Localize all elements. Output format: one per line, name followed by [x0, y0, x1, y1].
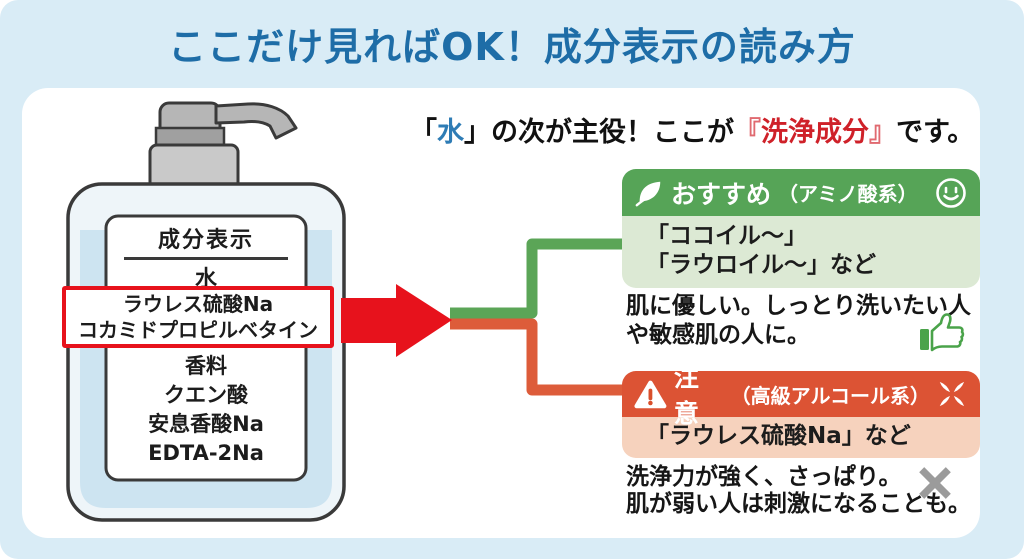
headline-cleansing: 洗浄成分 [761, 117, 869, 148]
headline-suffix: です。 [896, 117, 975, 148]
highlighted-ingredient: コカミドプロピルベタイン [78, 318, 318, 342]
recommend-description: 肌に優しい。しっとり洗いたい人 や敏感肌の人に。 [626, 292, 1016, 350]
label-divider [124, 257, 288, 260]
headline-mid: の次が主役！ここが [491, 117, 734, 148]
caution-header-sub: （高級アルコール系） [730, 383, 931, 408]
smiley-face-icon [936, 177, 966, 208]
caution-example: 「ラウレス硫酸Na」など [646, 423, 911, 449]
caution-description: 洗浄力が強く、さっぱり。 肌が弱い人は刺激になることも。 [626, 464, 1016, 518]
recommend-header: おすすめ （アミノ酸系） [622, 169, 980, 216]
recommend-box: おすすめ （アミノ酸系） 「ココイル〜」 「ラウロイル〜」など [622, 169, 980, 288]
recommend-description-line: や敏感肌の人に。 [626, 322, 810, 348]
warning-triangle-icon [634, 380, 667, 409]
thumbs-up-icon [920, 313, 965, 352]
caution-header-label: 注意 [673, 363, 699, 428]
recommend-header-label: おすすめ [671, 179, 772, 209]
highlighted-ingredient: ラウレス硫酸Na [122, 292, 274, 316]
pump-spout [214, 102, 298, 140]
headline-water: 水 [437, 117, 464, 148]
caution-examples: 「ラウレス硫酸Na」など [622, 417, 980, 458]
recommend-examples: 「ココイル〜」 「ラウロイル〜」など [622, 216, 980, 288]
red-arrow-icon [341, 284, 452, 357]
bottle-pump [148, 101, 298, 191]
headline: 「水」の次が主役！ここが『洗浄成分』です。 [410, 110, 1016, 149]
page-title: ここだけ見ればOK！成分表示の読み方 [168, 25, 856, 69]
anger-mark-icon [939, 381, 965, 407]
caution-box: 注意 （高級アルコール系） 「ラウレス硫酸Na」など [622, 363, 980, 458]
ingredient-list: 香料 クエン酸 安息香酸Na EDTA-2Na [106, 352, 306, 468]
ingredient-item: 香料 [185, 354, 227, 378]
bottle-label [104, 214, 308, 482]
connector-recommend [450, 238, 624, 319]
cross-icon [919, 467, 951, 499]
headline-quote: 『 [734, 117, 761, 148]
highlighted-ingredients-box: ラウレス硫酸Na コカミドプロピルベタイン [62, 286, 334, 348]
recommend-example: 「ココイル〜」 [646, 223, 807, 249]
leaf-icon [635, 181, 661, 206]
caution-header: 注意 （高級アルコール系） [622, 363, 980, 428]
headline-quote: 』 [869, 117, 896, 148]
ingredient-item: クエン酸 [164, 383, 248, 407]
recommend-description-line: 肌に優しい。しっとり洗いたい人 [626, 293, 971, 319]
headline-bracket: 」 [464, 117, 491, 148]
caution-description-line: 洗浄力が強く、さっぱり。 [626, 464, 902, 490]
recommend-example: 「ラウロイル〜」など [646, 252, 876, 278]
ingredient-item: 安息香酸Na [148, 412, 264, 436]
label-title: 成分表示 [157, 228, 254, 253]
caution-description-line: 肌が弱い人は刺激になることも。 [626, 491, 971, 517]
recommend-header-sub: （アミノ酸系） [778, 182, 918, 206]
connector-caution [450, 318, 624, 396]
headline-bracket: 「 [410, 117, 437, 148]
ingredient-water: 水 [194, 267, 217, 292]
ingredient-item: EDTA-2Na [148, 441, 264, 465]
